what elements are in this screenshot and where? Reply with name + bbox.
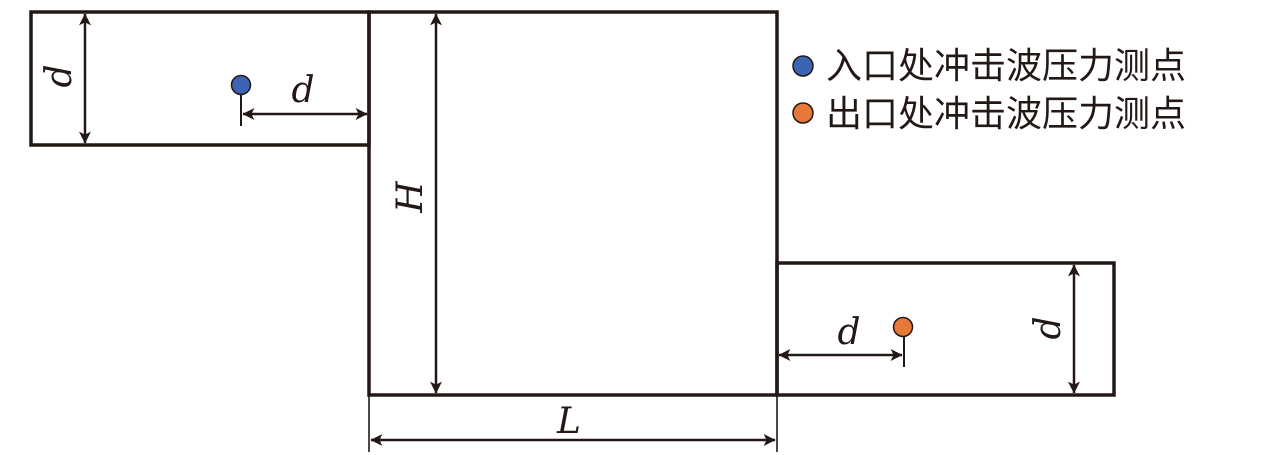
- outlet-width-label: d: [1028, 316, 1069, 339]
- legend-outlet-marker: [792, 102, 814, 124]
- chamber-length-label: L: [556, 401, 581, 442]
- legend-inlet-label: 入口处冲击波压力测点: [826, 46, 1186, 87]
- inlet-tunnel: [29, 10, 371, 147]
- legend: 入口处冲击波压力测点 出口处冲击波压力测点: [792, 46, 1186, 135]
- inlet-width-label: d: [39, 64, 80, 87]
- explosion-chamber: [367, 10, 779, 397]
- outlet-pressure-point: [892, 316, 914, 338]
- inlet-pressure-point: [230, 74, 252, 96]
- outlet-distance-label: d: [837, 312, 860, 353]
- outlet-tunnel: [775, 261, 1116, 397]
- inlet-distance-label: d: [291, 70, 314, 111]
- legend-inlet-marker: [792, 55, 814, 77]
- chamber-height-label: H: [390, 181, 431, 214]
- legend-outlet-label: 出口处冲击波压力测点: [826, 94, 1186, 135]
